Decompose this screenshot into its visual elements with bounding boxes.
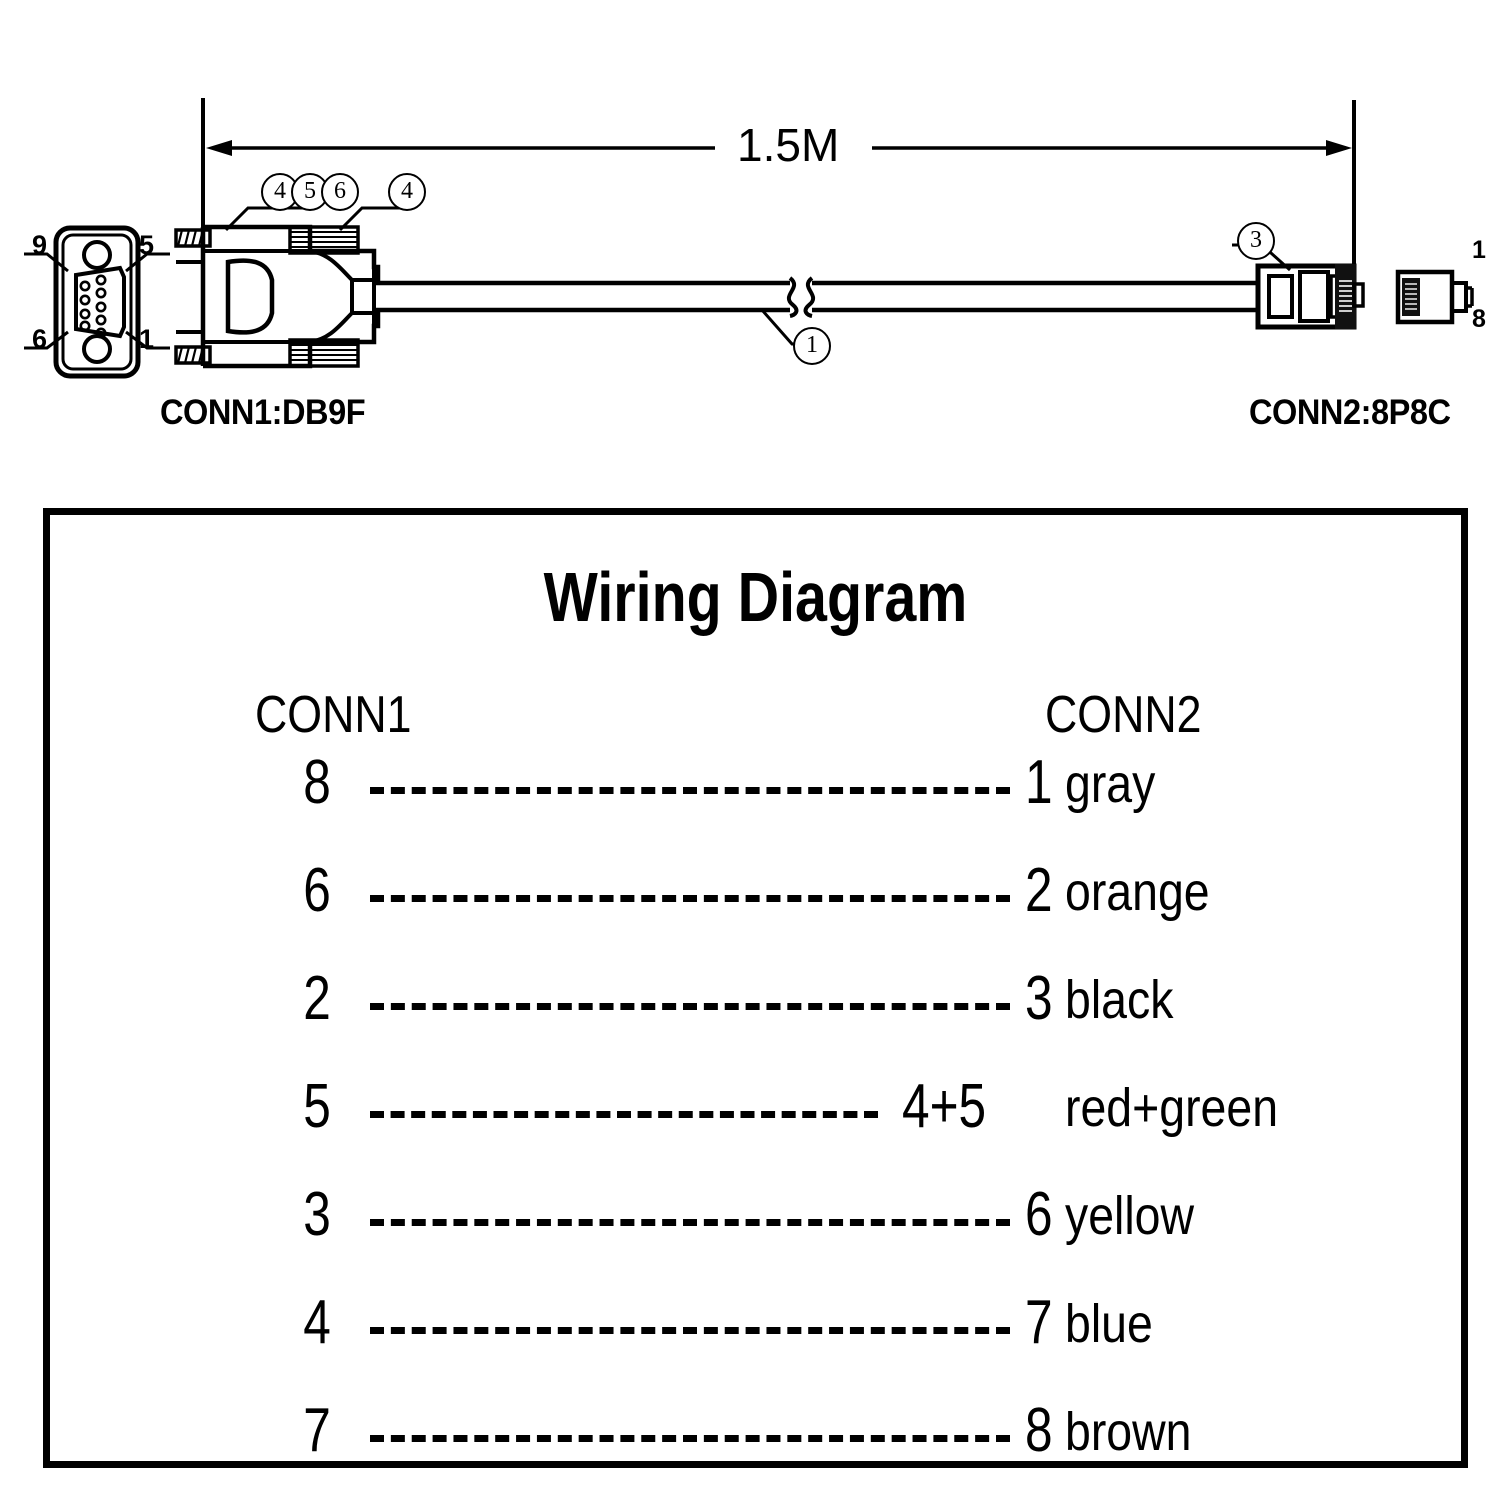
wiring-row: 8 1 gray: [50, 747, 1461, 855]
wire-color-label: blue: [1065, 1294, 1153, 1354]
callout-1-cable-icon: 1: [793, 327, 831, 365]
callout-4-strain-relief-icon: 4: [388, 173, 426, 211]
callout-6-icon: 6: [321, 173, 359, 211]
wiring-row: 7 8 brown: [50, 1395, 1461, 1503]
connection-dashed-line: [370, 1003, 1010, 1010]
conn1-pin: 5: [303, 1072, 331, 1141]
wiring-rows-container: 8 1 gray 6 2 orange 2 3 black 5: [50, 747, 1461, 1503]
rj45-pin-label-8: 8: [1472, 305, 1486, 333]
wire-color-label: brown: [1065, 1402, 1192, 1462]
rj45-pin-label-1: 1: [1472, 236, 1486, 264]
column-header-conn1: CONN1: [255, 686, 412, 744]
conn1-pin: 6: [303, 856, 331, 925]
connection-dashed-line: [370, 895, 1010, 902]
conn2-caption: CONN2:8P8C: [1249, 393, 1451, 432]
wire-color-label: orange: [1065, 862, 1210, 922]
cable-body: [395, 276, 1258, 346]
conn2-pin: 2: [1025, 856, 1053, 925]
wiring-diagram-panel: Wiring Diagram CONN1 CONN2 8 1 gray 6 2 …: [43, 508, 1468, 1468]
conn1-pin: 4: [303, 1288, 331, 1357]
wiring-column-headers: CONN1 CONN2: [50, 685, 1461, 745]
conn2-pin: 7: [1025, 1288, 1053, 1357]
wiring-diagram-title: Wiring Diagram: [543, 558, 968, 636]
conn1-pin: 7: [303, 1396, 331, 1465]
conn1-caption: CONN1:DB9F: [160, 393, 366, 432]
dimension-arrowhead-right: [1326, 140, 1352, 156]
conn2-pin: 1: [1025, 748, 1053, 817]
connection-dashed-line: [370, 1219, 1010, 1226]
conn1-pin: 3: [303, 1180, 331, 1249]
connection-dashed-line: [370, 787, 1010, 794]
wire-color-label: red+green: [1065, 1078, 1279, 1138]
wiring-row: 5 4+5 red+green: [50, 1071, 1461, 1179]
wiring-row: 6 2 orange: [50, 855, 1461, 963]
conn1-pin: 8: [303, 748, 331, 817]
conn2-pin: 4+5: [902, 1072, 987, 1141]
wire-color-label: gray: [1065, 754, 1156, 814]
db9-pin-label-6: 6: [32, 324, 48, 354]
connection-dashed-line: [370, 1327, 1010, 1334]
column-header-conn2: CONN2: [1045, 686, 1202, 744]
wiring-row: 2 3 black: [50, 963, 1461, 1071]
wire-color-label: yellow: [1065, 1186, 1195, 1246]
db9-pin-label-1: 1: [139, 324, 155, 354]
cable-length-dimension: 1.5M: [737, 119, 840, 171]
wire-color-label: black: [1065, 970, 1174, 1030]
callout-3-plug-icon: 3: [1237, 222, 1275, 260]
dimension-arrowhead-left: [206, 140, 232, 156]
db9-face-view: [24, 225, 170, 379]
db9-pin-label-9: 9: [32, 230, 48, 260]
connection-dashed-line: [370, 1111, 878, 1118]
db9-pin-label-5: 5: [139, 230, 155, 260]
conn2-pin: 3: [1025, 964, 1053, 1033]
db9-side-view: [174, 206, 410, 369]
conn1-pin: 2: [303, 964, 331, 1033]
conn2-pin: 8: [1025, 1396, 1053, 1465]
rj45-end-view: [1395, 269, 1474, 325]
wiring-row: 3 6 yellow: [50, 1179, 1461, 1287]
conn2-pin: 6: [1025, 1180, 1053, 1249]
connection-dashed-line: [370, 1435, 1010, 1442]
wiring-row: 4 7 blue: [50, 1287, 1461, 1395]
